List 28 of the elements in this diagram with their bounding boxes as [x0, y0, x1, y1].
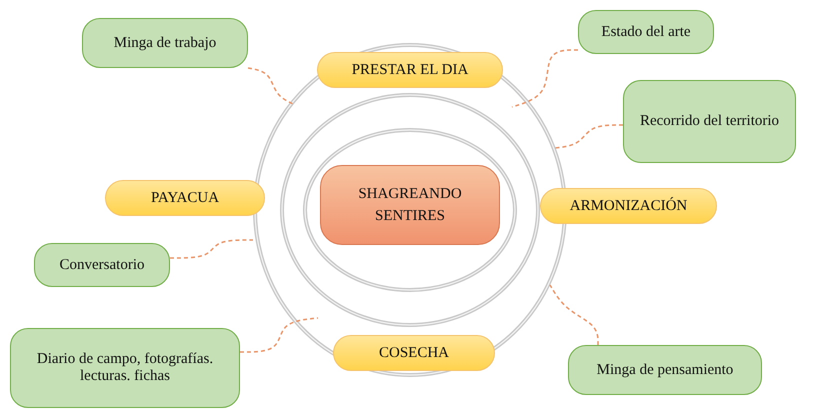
activity-box	[623, 80, 796, 163]
dashed-connector	[549, 284, 599, 345]
stage-box	[105, 180, 265, 216]
stage-label: ARMONIZACIÓN	[570, 198, 688, 214]
activity-label: Minga de pensamiento	[596, 362, 734, 378]
central-box	[320, 165, 500, 245]
dashed-connector	[248, 67, 294, 105]
stage-label: COSECHA	[378, 344, 449, 362]
dashed-connector	[240, 317, 318, 353]
dashed-connector	[554, 124, 623, 149]
activity-box	[578, 10, 714, 54]
stage-box	[317, 52, 503, 88]
activity-box	[82, 18, 248, 68]
stage-box	[333, 335, 495, 371]
dashed-connector	[170, 239, 253, 259]
activity-box	[568, 345, 762, 395]
activity-box	[34, 243, 170, 287]
activity-label: Recorrido del territorio	[640, 113, 780, 130]
activity-label: Conversatorio	[60, 256, 144, 274]
stage-box	[540, 188, 717, 224]
central-title: SHAGREANDO SENTIRES	[357, 184, 463, 226]
activity-label: Minga de trabajo	[114, 34, 216, 52]
activity-label: Diario de campo, fotografías. lecturas. fichas	[36, 351, 214, 385]
stage-label: PRESTAR EL DIA	[352, 62, 468, 78]
activity-label: Estado del arte	[601, 24, 691, 40]
activity-box	[10, 328, 240, 408]
dashed-connector	[512, 49, 578, 108]
stage-label: PAYACUA	[150, 190, 220, 206]
